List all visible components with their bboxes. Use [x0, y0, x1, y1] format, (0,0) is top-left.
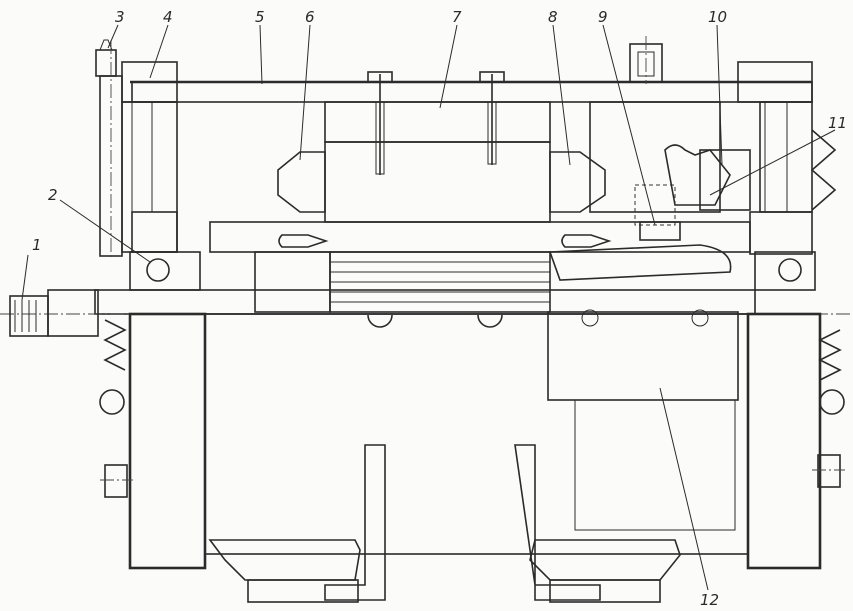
rotor-bolts	[367, 314, 503, 328]
housing-top-frame	[121, 61, 813, 103]
foot-right	[514, 444, 681, 603]
winding-coil-left	[277, 151, 326, 213]
winding-coil-right	[549, 151, 606, 213]
callout-11: 11	[828, 114, 847, 132]
bearing-right	[754, 251, 816, 291]
rotor-assembly	[209, 221, 751, 313]
callout-labels: 1 2 3 4 5 6 7 8 9 10 11 12	[32, 8, 847, 609]
callout-6: 6	[305, 8, 315, 26]
stator-core	[324, 71, 551, 223]
base-frame	[99, 312, 845, 570]
callout-3: 3	[115, 8, 125, 26]
callout-5: 5	[255, 8, 265, 26]
right-end-shield	[749, 101, 837, 255]
callout-4: 4	[163, 8, 173, 26]
tie-rod-bolt	[95, 39, 123, 260]
leader-lines	[21, 24, 836, 591]
terminal-box	[547, 309, 739, 531]
bearing-left	[129, 251, 201, 291]
callout-10: 10	[708, 8, 727, 26]
left-end-shield	[121, 101, 178, 253]
shaft	[0, 289, 853, 337]
callout-8: 8	[548, 8, 558, 26]
foot-left	[208, 444, 386, 603]
callout-12: 12	[700, 591, 719, 609]
callout-9: 9	[598, 8, 608, 26]
top-vent-plug	[629, 36, 663, 84]
callout-7: 7	[452, 8, 462, 26]
brush-gear	[589, 101, 751, 241]
callout-1: 1	[32, 236, 42, 254]
callout-2: 2	[48, 186, 58, 204]
